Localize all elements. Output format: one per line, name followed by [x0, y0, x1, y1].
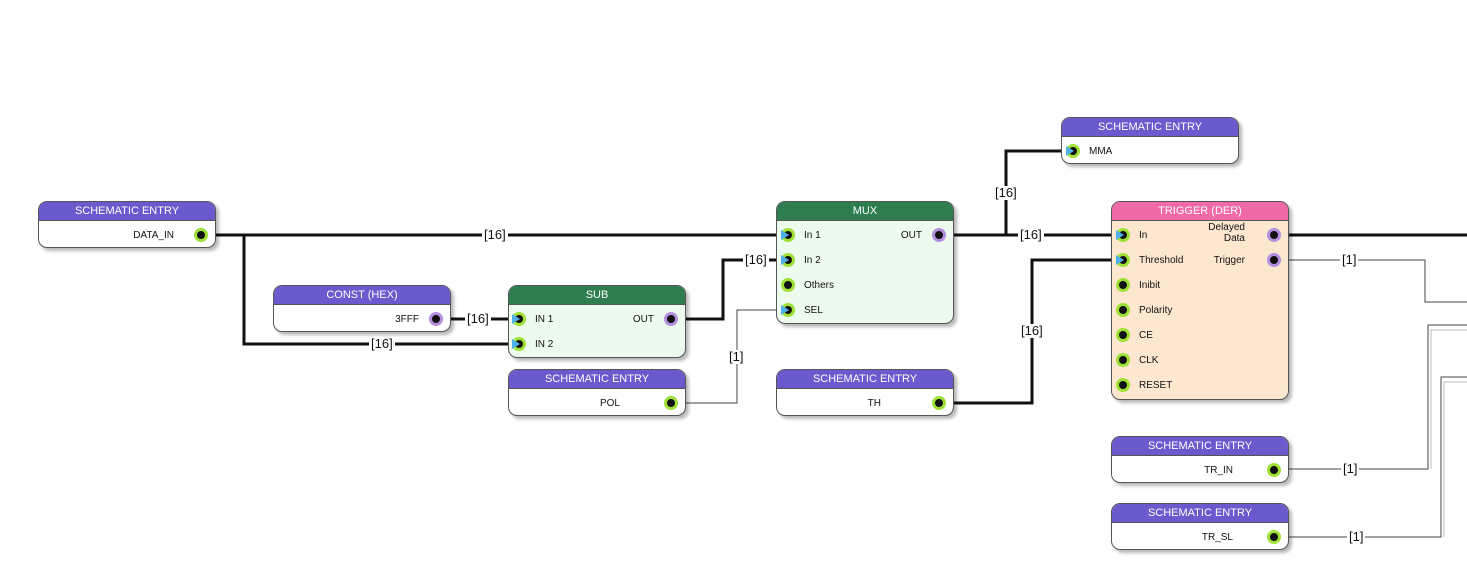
input-arrow-icon: [512, 314, 520, 324]
port-label-mma: MMA: [1089, 146, 1113, 157]
input-arrow-icon: [512, 339, 520, 349]
wire-trigger-out: [1281, 259, 1467, 303]
input-arrow-icon: [1116, 230, 1124, 240]
block-title: SCHEMATIC ENTRY: [1112, 437, 1288, 456]
port-label-const: 3FFF: [395, 314, 419, 325]
block-title: SUB: [509, 286, 685, 305]
port-label-reset: RESET: [1139, 380, 1173, 391]
wire-label-data-to-sub: [16]: [369, 336, 395, 351]
output-port-icon[interactable]: [194, 228, 208, 242]
port-label-data-in: DATA_IN: [133, 230, 174, 241]
port-label-in1: In 1: [804, 230, 821, 241]
wire-label-th-to-trigger: [16]: [1019, 323, 1045, 338]
schematic-entry-mma[interactable]: SCHEMATIC ENTRY MMA: [1061, 117, 1239, 164]
block-title: TRIGGER (DER): [1112, 202, 1288, 221]
port-label-out: OUT: [632, 314, 654, 325]
wire-mux-to-mma: [1004, 149, 1072, 235]
input-port-icon[interactable]: [1116, 353, 1130, 367]
block-title: SCHEMATIC ENTRY: [509, 370, 685, 389]
port-label-polarity: Polarity: [1139, 305, 1173, 316]
port-label-sel: SEL: [804, 305, 823, 316]
schematic-entry-data-in[interactable]: SCHEMATIC ENTRY DATA_IN: [38, 201, 216, 248]
output-port-icon[interactable]: [1267, 253, 1281, 267]
const-hex-block[interactable]: CONST (HEX) 3FFF: [273, 285, 451, 332]
input-port-icon[interactable]: [1116, 278, 1130, 292]
block-title: CONST (HEX): [274, 286, 450, 305]
wire-label-const-to-sub: [16]: [465, 311, 491, 326]
wire-label-data-to-mux: [16]: [482, 227, 508, 242]
port-label-in2: IN 2: [535, 339, 554, 350]
port-label-pol: POL: [599, 398, 620, 409]
wire-label-sub-to-mux: [16]: [743, 252, 769, 267]
wire-label-pol-to-sel: [1]: [727, 349, 746, 364]
wire-label-tr-sl: [1]: [1347, 529, 1366, 544]
port-label-clk: CLK: [1139, 355, 1159, 366]
wire-label-mux-to-trigger: [16]: [1018, 227, 1044, 242]
block-title: SCHEMATIC ENTRY: [777, 370, 953, 389]
output-port-icon[interactable]: [932, 396, 946, 410]
sub-block[interactable]: SUB IN 1 IN 2 OUT: [508, 285, 686, 358]
output-port-icon[interactable]: [664, 312, 678, 326]
port-label-delayed-data: Delayed Data: [1208, 222, 1245, 244]
port-label-threshold: Threshold: [1139, 255, 1184, 266]
schematic-entry-tr-sl[interactable]: SCHEMATIC ENTRY TR_SL: [1111, 503, 1289, 550]
input-port-icon[interactable]: [1116, 378, 1130, 392]
port-label-others: Others: [804, 280, 835, 291]
schematic-entry-pol[interactable]: SCHEMATIC ENTRY POL: [508, 369, 686, 416]
schematic-entry-tr-in[interactable]: SCHEMATIC ENTRY TR_IN: [1111, 436, 1289, 483]
block-title: SCHEMATIC ENTRY: [1112, 504, 1288, 523]
output-port-icon[interactable]: [1267, 228, 1281, 242]
wire-label-tr-in: [1]: [1341, 461, 1360, 476]
port-label-in: In: [1139, 230, 1148, 241]
block-title: SCHEMATIC ENTRY: [39, 202, 215, 221]
block-title: SCHEMATIC ENTRY: [1062, 118, 1238, 137]
wire-data-to-sub: [242, 235, 518, 346]
input-arrow-icon: [781, 255, 789, 265]
input-arrow-icon: [1066, 146, 1074, 156]
port-label-trigger: Trigger: [1213, 255, 1245, 266]
input-port-icon[interactable]: [1116, 303, 1130, 317]
port-label-in2: In 2: [804, 255, 821, 266]
block-title: MUX: [777, 202, 953, 221]
wire-label-trigger-out: [1]: [1340, 252, 1359, 267]
input-arrow-icon: [781, 230, 789, 240]
output-port-icon[interactable]: [1267, 463, 1281, 477]
input-port-icon[interactable]: [781, 278, 795, 292]
port-label-out: OUT: [900, 230, 922, 241]
wire-tr-in: [1281, 324, 1467, 470]
port-label-th: TH: [867, 398, 881, 409]
wire-label-mux-to-mma: [16]: [993, 185, 1019, 200]
port-label-in1: IN 1: [535, 314, 554, 325]
output-port-icon[interactable]: [1267, 530, 1281, 544]
mux-block[interactable]: MUX In 1 In 2 Others SEL OUT: [776, 201, 954, 324]
port-label-tr-in: TR_IN: [1204, 465, 1233, 476]
output-port-icon[interactable]: [664, 396, 678, 410]
wire-tr-sl: [1281, 376, 1467, 538]
output-port-icon[interactable]: [932, 228, 946, 242]
input-arrow-icon: [1116, 255, 1124, 265]
port-label-tr-sl: TR_SL: [1201, 532, 1233, 543]
output-port-icon[interactable]: [429, 312, 443, 326]
port-label-ce: CE: [1139, 330, 1153, 341]
input-port-icon[interactable]: [1116, 328, 1130, 342]
schematic-entry-th[interactable]: SCHEMATIC ENTRY TH: [776, 369, 954, 416]
port-label-inibit: Inibit: [1139, 280, 1161, 291]
input-arrow-icon: [781, 305, 789, 315]
